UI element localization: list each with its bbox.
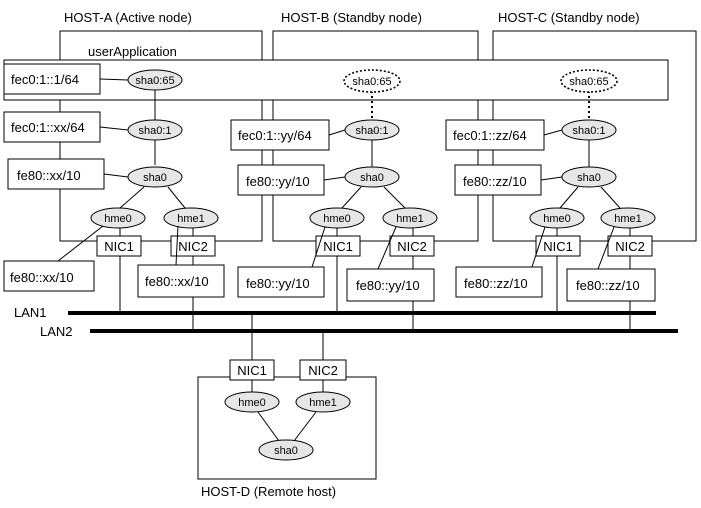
host-a-hme0 <box>90 207 146 229</box>
host-c-sha0-65 <box>560 69 618 93</box>
host-a-nic1-label: NIC1 <box>104 239 134 254</box>
host-b-hme0-address: fe80::yy/10 <box>246 276 310 291</box>
host-b-hme1 <box>382 207 438 229</box>
host-c-hme1-label: hme1 <box>614 213 642 225</box>
host-c-hme0-label: hme0 <box>543 213 571 225</box>
host-a-hme1-label: hme1 <box>177 213 205 225</box>
host-c-site-address: fec0:1::zz/64 <box>453 128 527 143</box>
host-c-hme1 <box>600 207 656 229</box>
host-b-hme0-label: hme0 <box>323 213 351 225</box>
host-c-hme0 <box>529 207 585 229</box>
host-a-nic1 <box>96 235 142 257</box>
host-b-sha0-65-label: sha0:65 <box>352 76 391 88</box>
host-a-sha0-label: sha0 <box>143 172 167 184</box>
host-a-nic2-label: NIC2 <box>178 239 208 254</box>
host-d-hme0-label: hme0 <box>238 397 266 409</box>
host-a-hme0-label: hme0 <box>104 213 132 225</box>
host-b-hme1-label: hme1 <box>396 213 424 225</box>
host-c-nic2-label: NIC2 <box>615 239 645 254</box>
host-b-site-address: fec0:1::yy/64 <box>238 128 312 143</box>
host-c-sha0-address: fe80::zz/10 <box>463 174 527 189</box>
host-b-nic1 <box>315 235 361 257</box>
host-b-hme1-address: fe80::yy/10 <box>356 278 420 293</box>
host-d-nic1-label: NIC1 <box>237 363 267 378</box>
host-c-sha0-65-label: sha0:65 <box>569 76 608 88</box>
host-b-sha0-65 <box>343 69 401 93</box>
host-c-hme1-address: fe80::zz/10 <box>576 278 640 293</box>
lan1-label: LAN1 <box>14 305 47 320</box>
host-c-title: HOST-C (Standby node) <box>498 10 640 25</box>
host-b-nic2 <box>389 235 435 257</box>
host-c-sha0-1-label: sha0:1 <box>572 125 605 137</box>
host-a-hme1-address: fe80::xx/10 <box>145 274 209 289</box>
host-d-box <box>197 376 377 480</box>
host-b-title: HOST-B (Standby node) <box>281 10 422 25</box>
host-b-hme0 <box>309 207 365 229</box>
host-b-sha0-address: fe80::yy/10 <box>246 174 310 189</box>
host-c-sha0-label: sha0 <box>577 172 601 184</box>
host-c-nic1 <box>535 235 581 257</box>
host-a-nic2 <box>170 235 216 257</box>
host-d-title: HOST-D (Remote host) <box>201 484 336 499</box>
host-a-hme1 <box>163 207 219 229</box>
host-c-nic2 <box>607 235 653 257</box>
host-a-sha0 <box>127 166 183 188</box>
host-b-sha0-1-label: sha0:1 <box>355 125 388 137</box>
host-d-hme0 <box>224 391 280 413</box>
host-d-hme1-label: hme1 <box>309 397 337 409</box>
host-d-sha0 <box>258 439 314 461</box>
host-b-nic2-label: NIC2 <box>397 239 427 254</box>
host-a-site-address: fec0:1::xx/64 <box>11 120 85 135</box>
host-b-nic1-label: NIC1 <box>323 239 353 254</box>
host-d-hme1 <box>295 391 351 413</box>
host-a-sha0-65-label: sha0:65 <box>135 75 174 87</box>
host-a-takeover-address: fec0:1::1/64 <box>11 72 79 87</box>
host-a-hme0-address: fe80::xx/10 <box>10 270 74 285</box>
user-application-label: userApplication <box>88 44 177 59</box>
lan2-label: LAN2 <box>40 324 73 339</box>
host-c-nic1-label: NIC1 <box>543 239 573 254</box>
host-d-sha0-label: sha0 <box>274 445 298 457</box>
host-a-title: HOST-A (Active node) <box>64 10 192 25</box>
host-a-sha0-1-label: sha0:1 <box>138 125 171 137</box>
host-d-nic2-label: NIC2 <box>308 363 338 378</box>
host-c-hme0-address: fe80::zz/10 <box>464 276 528 291</box>
host-a-sha0-address: fe80::xx/10 <box>17 168 81 183</box>
host-b-sha0-label: sha0 <box>360 172 384 184</box>
